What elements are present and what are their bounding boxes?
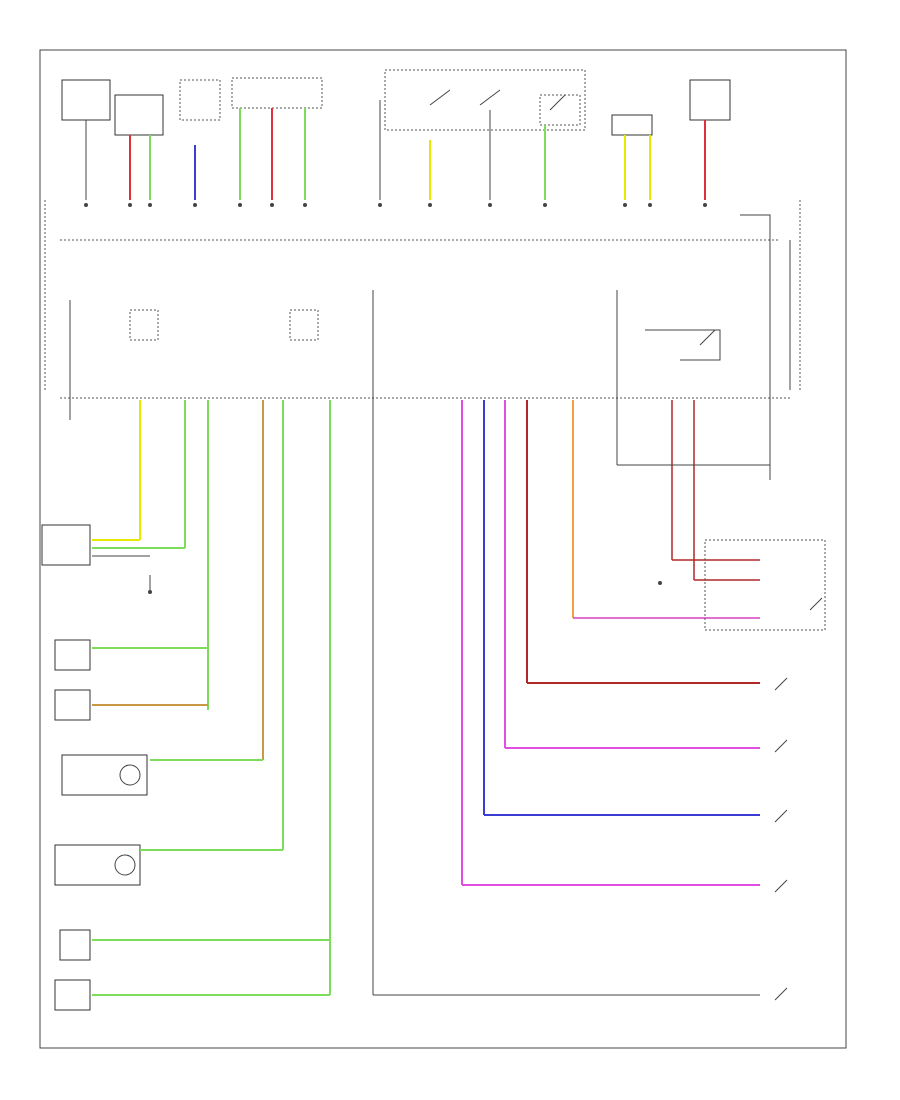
right-switch-1 [809, 597, 823, 611]
connector-row-top [84, 203, 707, 207]
top-component-2 [114, 94, 164, 136]
ground-symbol-2 [658, 581, 662, 585]
top-component-7 [611, 114, 653, 136]
left-component-7 [54, 979, 91, 1011]
right-headlamp [54, 844, 141, 886]
top-component-1 [61, 79, 111, 121]
switch-contact-1 [429, 89, 451, 106]
right-switch-3 [774, 739, 788, 753]
left-headlamp-1 [61, 754, 148, 796]
right-switch-6 [774, 987, 788, 1001]
left-component-1 [41, 524, 91, 566]
right-component-1 [704, 539, 826, 631]
left-component-3 [54, 689, 91, 721]
relay-box [539, 94, 581, 126]
switch-contact-2 [479, 89, 501, 106]
left-component-6 [59, 929, 91, 961]
module-switch [645, 329, 721, 361]
module-component-2 [289, 309, 319, 341]
lamp-symbol-2 [114, 854, 136, 876]
switch-contact-3 [549, 94, 566, 111]
right-switch-2 [774, 677, 788, 691]
right-switch-5 [774, 879, 788, 893]
top-component-8 [689, 79, 731, 121]
lamp-symbol-1 [119, 764, 141, 786]
module-component-1 [129, 309, 159, 341]
module-switch-arm [699, 329, 716, 346]
top-component-3 [179, 79, 221, 121]
right-switch-4 [774, 809, 788, 823]
ground-symbol-1 [148, 575, 152, 594]
top-component-4 [231, 77, 323, 109]
left-component-2 [54, 639, 91, 671]
switch-box [384, 69, 586, 131]
wire-right-feed [740, 214, 771, 480]
